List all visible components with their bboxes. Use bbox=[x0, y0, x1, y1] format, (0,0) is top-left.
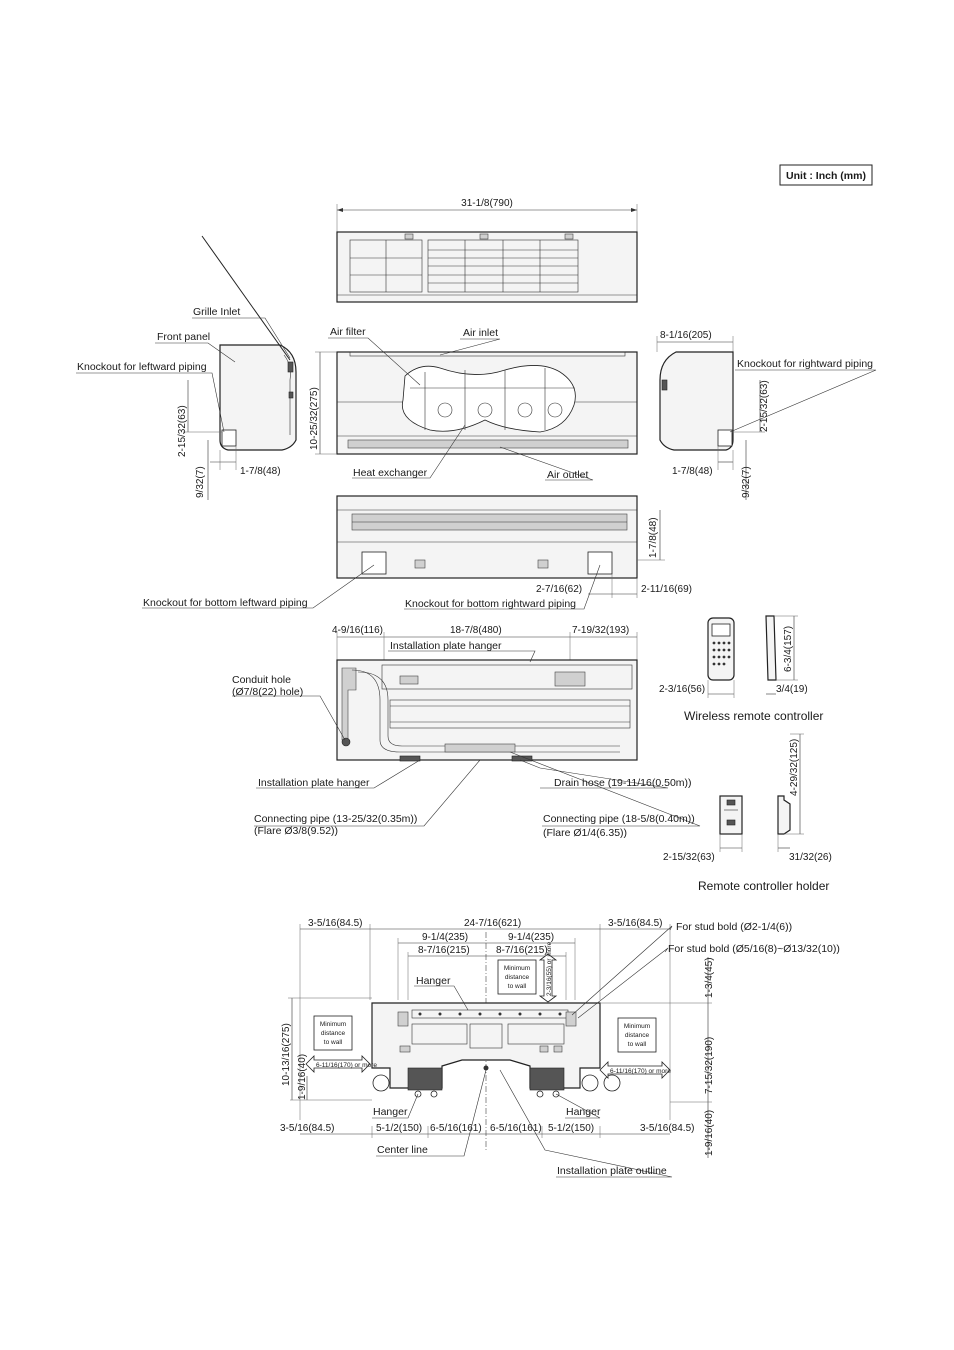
dim-plate-b2: 5-1/2(150) bbox=[376, 1123, 422, 1134]
label-hanger-left: Hanger bbox=[373, 1106, 408, 1118]
dim-bottom-knock-w: 2-7/16(62) bbox=[536, 584, 582, 595]
label-heat-exchanger: Heat exchanger bbox=[353, 467, 428, 479]
label-conduit-hole-1: Conduit hole bbox=[232, 674, 291, 686]
label-knockout-bottom-left: Knockout for bottom leftward piping bbox=[143, 597, 308, 609]
remote-holder: 2-15/32(63) 4-29/32(125) 31/32(26) Remot… bbox=[663, 733, 832, 893]
front-view-cutaway bbox=[410, 368, 575, 430]
min-dist-right-1: Minimum bbox=[624, 1023, 650, 1030]
label-install-hanger-bottom: Installation plate hanger bbox=[258, 777, 370, 789]
label-knockout-right: Knockout for rightward piping bbox=[737, 358, 873, 370]
min-dist-right-3: to wall bbox=[628, 1041, 647, 1048]
dim-plate-left-low: 1-9/16(40) bbox=[297, 1054, 308, 1100]
caption-remote-holder: Remote controller holder bbox=[698, 879, 829, 893]
dim-plate-b6: 3-5/16(84.5) bbox=[640, 1123, 694, 1134]
dim-holder-w: 2-15/32(63) bbox=[663, 852, 715, 863]
min-dist-left-value: 6-11/16(170) or more bbox=[316, 1062, 377, 1069]
unit-label: Unit : Inch (mm) bbox=[779, 164, 873, 186]
dim-plate-total: 24-7/16(621) bbox=[464, 918, 521, 929]
dim-plate-right-h: 7-15/32(190) bbox=[704, 1037, 715, 1094]
dim-remote-w: 2-3/16(56) bbox=[659, 684, 705, 695]
dim-side-left-bottom: 9/32(7) bbox=[195, 466, 206, 498]
dim-holder-d: 31/32(26) bbox=[789, 852, 832, 863]
dim-plate-q-right: 8-7/16(215) bbox=[496, 945, 548, 956]
installation-plate: 3-5/16(84.5) 24-7/16(621) 3-5/16(84.5) 9… bbox=[280, 918, 840, 1178]
label-install-hanger-top: Installation plate hanger bbox=[390, 640, 502, 652]
right-side-view: 8-1/16(205) Knockout for rightward pipin… bbox=[656, 330, 877, 500]
label-knockout-left: Knockout for leftward piping bbox=[77, 361, 207, 373]
top-filter-grille bbox=[349, 233, 579, 293]
rear-view: 4-9/16(116) 18-7/8(480) 7-19/32(193) Ins… bbox=[232, 625, 701, 839]
dim-bottom-h: 1-7/8(48) bbox=[648, 517, 659, 558]
min-dist-right-value: 6-11/16(170) or more bbox=[610, 1068, 671, 1075]
label-conn-pipe-right-1: Connecting pipe (18-5/8(0.40m)) bbox=[543, 813, 695, 825]
min-dist-left-2: distance bbox=[321, 1030, 346, 1037]
dim-remote-d: 3/4(19) bbox=[776, 684, 808, 695]
min-dist-top-3: to wall bbox=[508, 983, 527, 990]
svg-text:Unit : Inch (mm): Unit : Inch (mm) bbox=[786, 170, 866, 182]
label-stud-bold-1: For stud bold (Ø2-1/4(6)) bbox=[676, 921, 792, 933]
min-dist-left-1: Minimum bbox=[320, 1021, 346, 1028]
label-grille-inlet: Grille Inlet bbox=[193, 306, 240, 318]
dim-plate-height: 10-13/16(275) bbox=[281, 1023, 292, 1086]
dim-plate-q-left: 8-7/16(215) bbox=[418, 945, 470, 956]
dim-plate-half-left: 9-1/4(235) bbox=[422, 932, 468, 943]
dim-plate-top-off: 1-3/4(45) bbox=[704, 957, 715, 998]
label-conn-pipe-right-2: (Flare Ø1/4(6.35)) bbox=[543, 827, 627, 839]
dim-front-height: 10-25/32(275) bbox=[309, 387, 320, 450]
caption-wireless-remote: Wireless remote controller bbox=[684, 709, 823, 723]
label-conn-pipe-left-2: (Flare Ø3/8(9.52)) bbox=[254, 825, 338, 837]
label-plate-outline: Installation plate outline bbox=[557, 1165, 667, 1177]
label-front-panel: Front panel bbox=[157, 331, 210, 343]
dim-plate-b3: 6-5/16(161) bbox=[430, 1123, 482, 1134]
label-hanger-right: Hanger bbox=[566, 1106, 601, 1118]
top-view: 31-1/8(790) bbox=[336, 198, 638, 303]
dim-rear-left: 4-9/16(116) bbox=[332, 625, 383, 636]
label-hanger-top: Hanger bbox=[416, 975, 451, 987]
dim-plate-right-off: 3-5/16(84.5) bbox=[608, 918, 662, 929]
dim-knock-h-right: 2-15/32(63) bbox=[759, 380, 770, 432]
label-air-filter: Air filter bbox=[330, 326, 366, 338]
dim-plate-left-off: 3-5/16(84.5) bbox=[308, 918, 362, 929]
min-dist-right-2: distance bbox=[625, 1032, 650, 1039]
label-stud-bold-2: For stud bold (Ø5/16(8)~Ø13/32(10)) bbox=[668, 943, 840, 955]
min-dist-left-3: to wall bbox=[324, 1039, 343, 1046]
remote-buttons bbox=[712, 641, 731, 666]
dim-plate-b5: 5-1/2(150) bbox=[548, 1123, 594, 1134]
label-conduit-hole-2: (Ø7/8(22) hole) bbox=[232, 686, 303, 698]
dim-side-right-bottom: 9/32(7) bbox=[741, 466, 752, 498]
dim-plate-right-low: 1-9/16(40) bbox=[704, 1110, 715, 1156]
dim-knock-h-left: 2-15/32(63) bbox=[177, 405, 188, 457]
dim-rear-mid: 18-7/8(480) bbox=[450, 625, 502, 636]
dim-plate-b4: 6-5/16(161) bbox=[490, 1123, 542, 1134]
front-view: 10-25/32(275) Air filter Air inlet Heat … bbox=[309, 326, 638, 481]
label-knockout-bottom-right: Knockout for bottom rightward piping bbox=[405, 598, 576, 610]
dim-plate-b1: 3-5/16(84.5) bbox=[280, 1123, 334, 1134]
label-air-outlet: Air outlet bbox=[547, 469, 589, 481]
dim-remote-h: 6-3/4(157) bbox=[783, 626, 794, 672]
dim-overall-width: 31-1/8(790) bbox=[461, 198, 513, 209]
min-dist-top-1: Minimum bbox=[504, 965, 530, 972]
min-dist-top-value: 2-3/16(55) or more bbox=[546, 941, 553, 996]
dim-plate-half-right: 9-1/4(235) bbox=[508, 932, 554, 943]
dim-depth: 8-1/16(205) bbox=[660, 330, 712, 341]
dim-bottom-knock-off: 2-11/16(69) bbox=[641, 584, 692, 595]
dim-holder-h: 4-29/32(125) bbox=[789, 739, 800, 796]
min-dist-top-2: distance bbox=[505, 974, 530, 981]
dim-rear-right: 7-19/32(193) bbox=[572, 625, 629, 636]
left-side-view: Grille Inlet Front panel Knockout for le… bbox=[76, 235, 297, 500]
dim-side-left-w: 1-7/8(48) bbox=[240, 466, 281, 477]
dim-side-right-w: 1-7/8(48) bbox=[672, 466, 713, 477]
label-conn-pipe-left-1: Connecting pipe (13-25/32(0.35m)) bbox=[254, 813, 417, 825]
bottom-view: 1-7/8(48) 2-7/16(62) 2-11/16(69) Knockou… bbox=[142, 495, 692, 610]
label-center-line: Center line bbox=[377, 1144, 428, 1156]
label-drain-hose: Drain hose (19-11/16(0.50m)) bbox=[554, 777, 692, 789]
label-air-inlet: Air inlet bbox=[463, 327, 498, 339]
wireless-remote: 2-3/16(56) 6-3/4(157) 3/4(19) Wireless r… bbox=[659, 615, 823, 723]
